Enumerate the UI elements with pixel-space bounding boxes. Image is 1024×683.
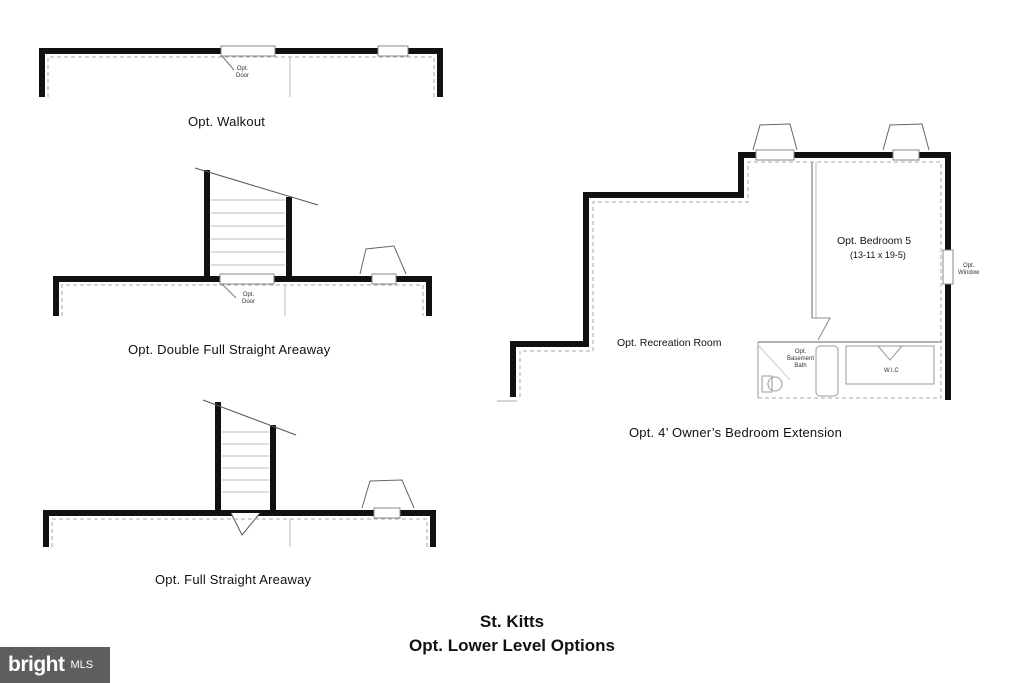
closet-door-swing — [877, 345, 903, 361]
window-well — [752, 123, 798, 151]
plan-name: St. Kitts — [479, 612, 545, 631]
window-well — [359, 245, 407, 275]
toilet — [767, 376, 783, 392]
bath-note: Opt. Basement Bath — [787, 349, 815, 369]
bath-angle — [757, 344, 791, 381]
closet-box — [845, 345, 935, 385]
window-note: Opt. Window — [958, 263, 980, 276]
bedroom-size: (13-11 x 19-5) — [850, 250, 906, 260]
window-well — [882, 123, 930, 151]
full-areaway-label: Opt. Full Straight Areaway — [155, 572, 312, 587]
window — [892, 149, 920, 161]
logo-brand: bright — [8, 653, 65, 676]
interior-outline — [47, 56, 435, 97]
stair-break-line — [194, 167, 319, 206]
bathtub — [815, 345, 839, 397]
stair-treads — [222, 431, 269, 493]
window — [755, 149, 795, 161]
bedroom-name: Opt. Bedroom 5 — [837, 235, 912, 247]
walkout-door-note: Opt. Door — [236, 66, 250, 79]
bedroom-extension-plan — [497, 123, 954, 402]
window — [373, 507, 401, 519]
side-window — [942, 249, 954, 285]
double-areaway-door-note: Opt. Door — [242, 292, 256, 305]
window — [377, 45, 409, 57]
closet-label: W.I.C — [884, 368, 899, 374]
page-title: Opt. Lower Level Options — [409, 636, 615, 655]
double-areaway-plan — [53, 167, 432, 316]
interior-outline — [519, 161, 942, 399]
window-well — [361, 479, 415, 509]
bedroom-extension-label: Opt. 4’ Owner’s Bedroom Extension — [629, 425, 843, 440]
interior-outline — [61, 284, 424, 316]
walkout-label: Opt. Walkout — [188, 114, 266, 129]
stair-break-line — [202, 399, 297, 436]
door-swing — [221, 55, 235, 71]
door-swing — [230, 512, 261, 536]
bedroom-door-swing — [812, 317, 831, 341]
door-opening — [219, 273, 275, 285]
window — [371, 273, 397, 285]
exterior-wall — [510, 152, 951, 400]
double-areaway-label: Opt. Double Full Straight Areaway — [128, 342, 331, 357]
full-areaway-plan — [43, 399, 436, 547]
recreation-room-name: Opt. Recreation Room — [617, 337, 722, 349]
door-swing — [221, 283, 237, 299]
logo-suffix: MLS — [70, 659, 94, 671]
stair-treads — [211, 199, 285, 266]
bright-mls-logo: bright MLS — [0, 647, 110, 683]
vanity — [761, 375, 773, 393]
door-opening — [220, 45, 276, 57]
walkout-plan — [39, 45, 443, 97]
interior-outline — [51, 518, 428, 547]
